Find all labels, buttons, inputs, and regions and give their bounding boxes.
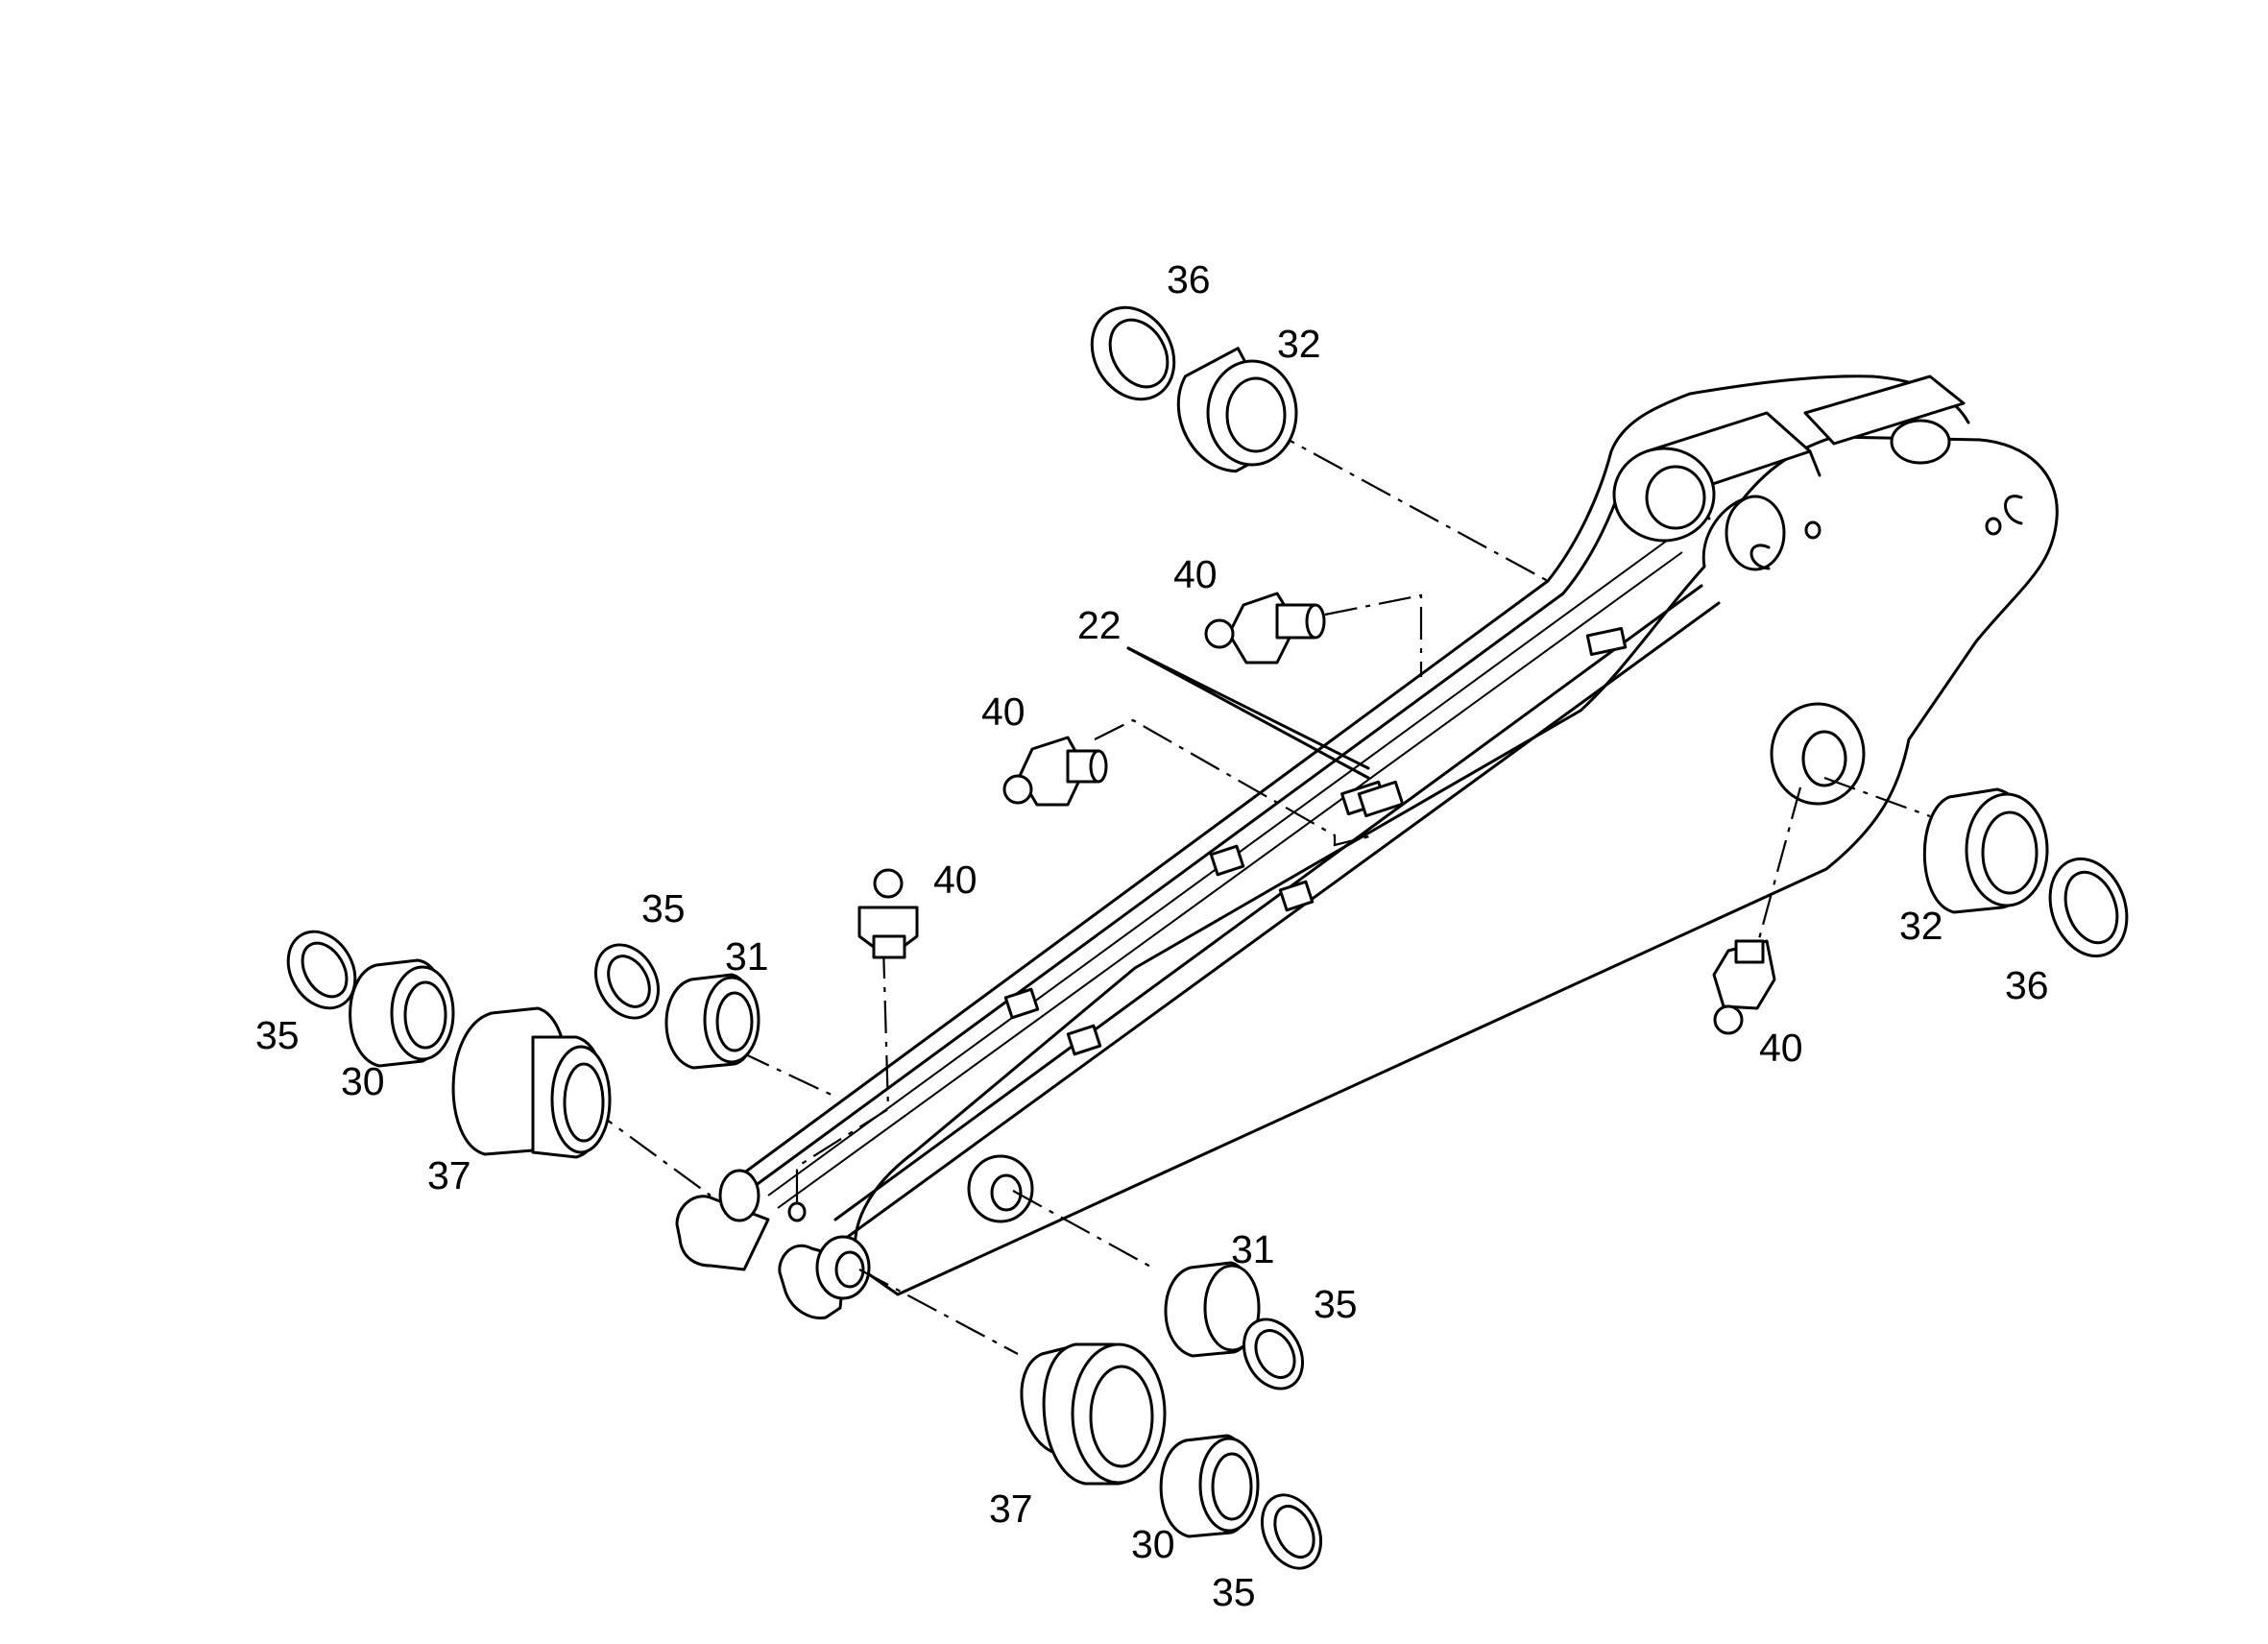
callout-32: 32 [1899,904,1943,948]
callout-40: 40 [1759,1026,1803,1070]
callout-labels: 36 32 40 22 40 40 35 31 35 30 37 32 36 4… [255,257,2049,1614]
seal-36 [2048,857,2129,958]
bushing-32 [1922,787,2049,914]
callout-35: 35 [641,886,686,931]
seal-35 [594,943,660,1020]
callout-40: 40 [933,858,977,902]
bushing-37 [1020,1342,1167,1486]
bushing-30 [1159,1434,1260,1538]
callout-35: 35 [1212,1570,1256,1614]
bushing-32 [1176,347,1298,473]
arm-body [675,375,2059,1320]
seal-36 [1090,305,1176,401]
callout-35: 35 [1314,1282,1358,1326]
sensor-22 [1357,780,1405,818]
bushing-30 [349,958,455,1068]
leader-line-22 [1126,646,1370,780]
callout-30: 30 [1131,1522,1175,1566]
seal-35 [286,930,357,1010]
bushing-31 [664,973,760,1070]
callout-40: 40 [1173,552,1218,596]
bushing-37 [451,1006,612,1159]
grease-nipple-40 [1712,939,1776,1035]
seal-35 [1243,1318,1304,1390]
callout-32: 32 [1277,322,1321,366]
grease-nipple-40 [857,868,919,959]
callout-22: 22 [1077,603,1122,647]
callout-37: 37 [989,1487,1033,1531]
callout-30: 30 [341,1059,385,1103]
grease-nipple-40 [1204,592,1326,665]
callout-31: 31 [725,934,769,979]
grease-nipple-40 [1002,736,1108,807]
seal-35 [1261,1493,1322,1570]
callout-35: 35 [255,1013,300,1057]
callout-37: 37 [427,1153,471,1197]
callout-31: 31 [1231,1227,1275,1271]
bushing-31 [1164,1261,1261,1358]
callout-40: 40 [981,689,1025,734]
callout-36: 36 [1167,257,1211,302]
callout-36: 36 [2005,963,2049,1007]
